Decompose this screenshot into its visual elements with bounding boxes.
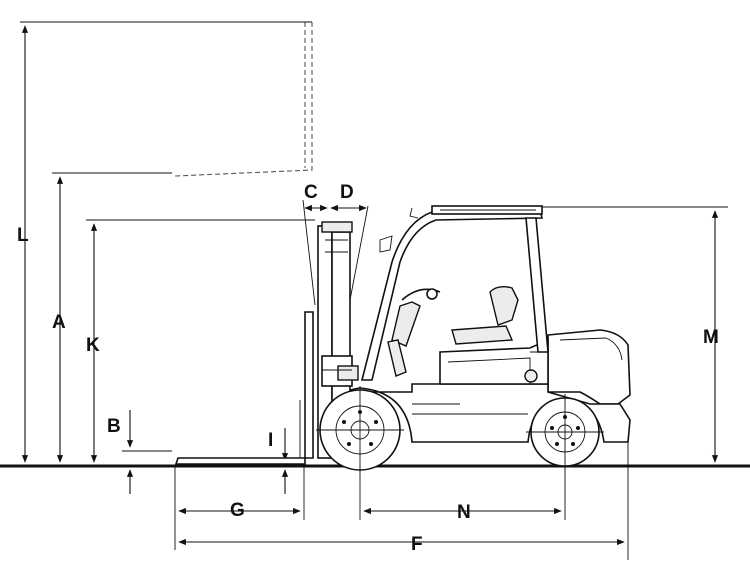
seat-back — [489, 285, 519, 326]
label-G: G — [230, 500, 245, 521]
extension-lines — [20, 21, 728, 560]
counterweight — [547, 329, 631, 405]
label-B: B — [107, 416, 121, 437]
control-lever — [387, 339, 407, 377]
forklift — [174, 205, 631, 474]
label-L: L — [17, 225, 29, 246]
fork — [174, 311, 314, 465]
label-A: A — [52, 312, 66, 333]
rear-wheel — [526, 394, 604, 470]
engine-hood — [439, 338, 549, 385]
steering-column — [391, 301, 421, 347]
label-I: I — [268, 430, 273, 451]
label-N: N — [457, 502, 471, 523]
steering-knob — [426, 288, 438, 300]
label-D: D — [340, 182, 354, 203]
mirror — [379, 235, 393, 253]
front-wheel — [316, 386, 404, 474]
label-C: C — [304, 182, 318, 203]
tail-light — [524, 369, 538, 383]
fork-carriage — [321, 355, 359, 387]
seat-cushion — [451, 325, 514, 345]
label-K: K — [86, 335, 100, 356]
label-M: M — [703, 327, 719, 348]
overhead-guard-rear — [525, 217, 549, 353]
raised-load-outline — [174, 22, 313, 177]
label-F: F — [411, 534, 423, 555]
